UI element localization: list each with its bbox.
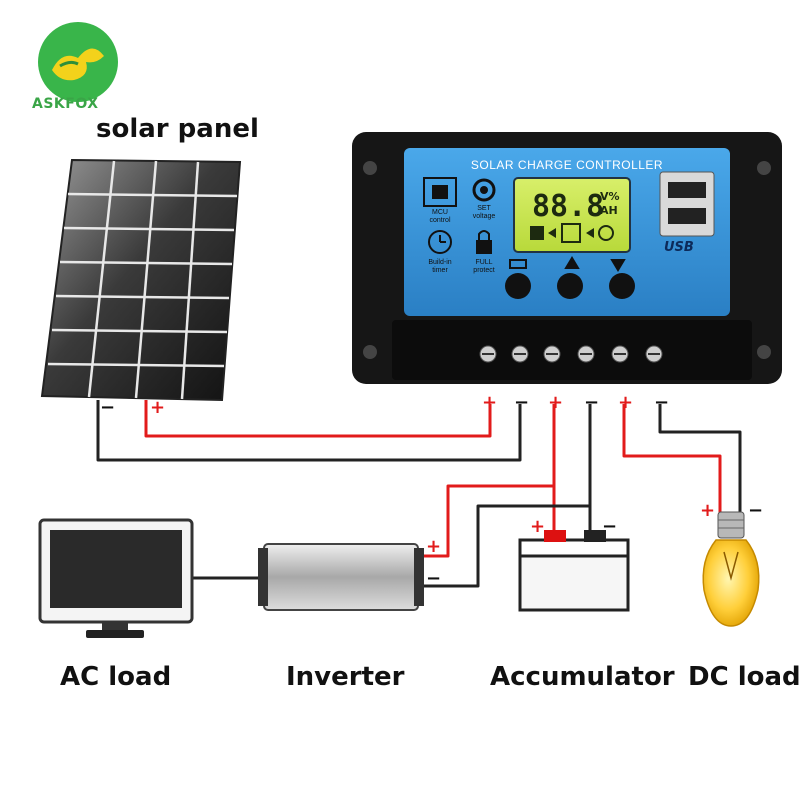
bulb-plus-sign: + xyxy=(700,500,715,521)
lcd-digits: 88.8 xyxy=(532,189,604,224)
controller-title: SOLAR CHARGE CONTROLLER xyxy=(471,158,663,172)
feature-protect-line2: protect xyxy=(473,267,494,274)
inverter-negative-wire xyxy=(418,504,590,588)
feature-icons xyxy=(423,177,496,254)
load-positive-wire xyxy=(622,404,722,514)
panel-plus-sign: + xyxy=(150,397,165,418)
ctrl-load-plus-sign: + xyxy=(618,392,633,413)
panel-negative-wire xyxy=(96,400,522,462)
ac-load-label: AC load xyxy=(60,662,172,692)
panel-positive-wire xyxy=(144,400,492,438)
gear-icon xyxy=(472,178,496,202)
feature-timer-line2: timer xyxy=(432,267,448,274)
ctrl-load-minus-sign: − xyxy=(654,392,669,413)
feature-mcu-line1: MCU xyxy=(432,209,448,216)
terminals xyxy=(479,345,663,363)
inverter-plus-sign: + xyxy=(426,536,441,557)
battery-plus-sign: + xyxy=(530,516,545,537)
ctrl-pv-minus-sign: − xyxy=(514,392,529,413)
solar-panel-label: solar panel xyxy=(96,114,259,144)
inverter-minus-sign: − xyxy=(426,568,441,589)
lock-icon xyxy=(476,240,492,254)
feature-set-line1: SET xyxy=(477,205,491,212)
inverter-positive-wire xyxy=(418,484,554,558)
lcd-units-bottom: AH xyxy=(600,204,618,217)
accumulator-label: Accumulator xyxy=(490,662,675,692)
load-negative-wire xyxy=(658,404,742,514)
down-button xyxy=(609,273,635,299)
feature-mcu-line2: control xyxy=(429,217,450,224)
battery-minus-sign: − xyxy=(602,516,617,537)
clock-icon xyxy=(428,230,452,254)
dc-load-bulb xyxy=(702,511,760,627)
charge-controller xyxy=(352,132,782,384)
brand-name: ASKFOX xyxy=(32,96,99,112)
lcd-flow-icons xyxy=(530,223,614,243)
panel-minus-sign: − xyxy=(100,397,115,418)
accumulator-battery xyxy=(518,530,630,612)
ctrl-bat-plus-sign: + xyxy=(548,392,563,413)
usb-label: USB xyxy=(664,240,694,255)
menu-button xyxy=(505,273,531,299)
feature-set-line2: voltage xyxy=(473,213,496,220)
ctrl-bat-minus-sign: − xyxy=(584,392,599,413)
up-button xyxy=(557,273,583,299)
bulb-minus-sign: − xyxy=(748,500,763,521)
ac-load-monitor xyxy=(38,518,194,638)
button-symbols xyxy=(509,256,626,272)
ctrl-pv-plus-sign: + xyxy=(482,392,497,413)
inverter-label: Inverter xyxy=(286,662,405,692)
lcd-units-top: V% xyxy=(600,190,620,203)
feature-protect-line1: FULL xyxy=(475,259,492,266)
brand-logo xyxy=(38,22,118,102)
chip-icon xyxy=(423,177,457,207)
wires xyxy=(96,400,742,588)
inverter xyxy=(258,543,424,611)
solar-panel xyxy=(40,158,242,402)
dc-load-label: DC load xyxy=(688,662,800,692)
usb-ports xyxy=(659,171,715,237)
feature-timer-line1: Build-in xyxy=(428,259,451,266)
